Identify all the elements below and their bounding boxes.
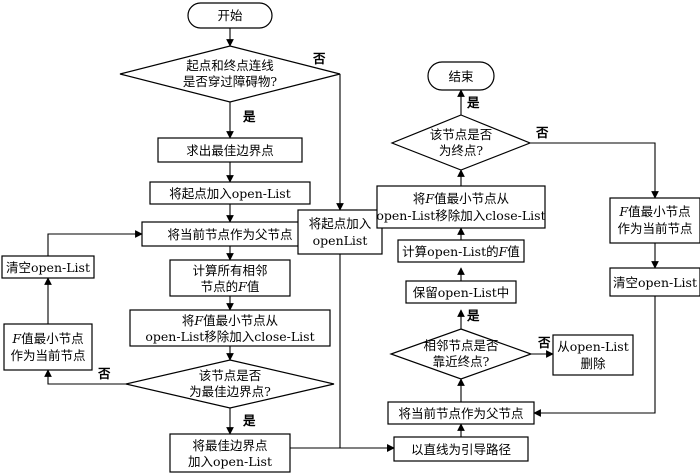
node-move-min-left-line1: 将F值最小节点从	[182, 313, 278, 328]
node-calc-f-line1: 计算所有相邻	[192, 263, 267, 278]
node-add-best-open: 将最佳边界点 加入open-List	[169, 433, 291, 473]
node-delete-open-line2: 删除	[580, 356, 606, 371]
label-dbest-yes: 是	[242, 413, 256, 428]
node-move-min-left-line2: open-List移除加入close-List	[145, 329, 314, 344]
node-decision-best-line1: 该节点是否	[199, 368, 262, 383]
node-calc-f-open: 计算open-List的F值	[397, 239, 525, 263]
node-move-min-right-line1: 将F值最小节点从	[413, 191, 509, 206]
node-guide-path: 以直线为引导路径	[393, 436, 529, 462]
label-dend-no: 否	[535, 125, 549, 140]
edge-dend-no	[530, 142, 659, 199]
node-find-best-label: 求出最佳边界点	[186, 143, 274, 158]
node-min-current-left-line1: F值最小节点	[11, 331, 83, 346]
node-current-parent-right-label: 将当前节点作为父节点	[398, 406, 523, 421]
node-current-parent-left-label: 将当前节点作为父节点	[167, 227, 292, 242]
node-min-current-right-line1: F值最小节点	[618, 204, 690, 219]
node-decision-near: 相邻节点是否 靠近终点?	[389, 328, 533, 380]
node-decision-cross-line1: 起点和终点连线	[186, 58, 274, 73]
node-decision-best-line2: 为最佳边界点?	[189, 384, 271, 399]
node-min-current-left: F值最小节点 作为当前节点	[3, 323, 93, 371]
node-keep-open: 保留open-List中	[405, 280, 517, 304]
node-add-start-open-mid-line1: 将起点加入	[309, 216, 372, 231]
node-add-start-open: 将起点加入open-List	[149, 181, 311, 205]
node-move-min-right-line2: open-List移除加入close-List	[376, 208, 545, 223]
edge-mid-guide	[339, 254, 395, 452]
edge-clear-parent-r	[533, 296, 656, 417]
node-current-parent-right: 将当前节点作为父节点	[387, 401, 535, 425]
node-min-current-right: F值最小节点 作为当前节点	[609, 197, 700, 244]
node-add-best-open-line1: 将最佳边界点	[192, 438, 267, 453]
node-add-start-open-label: 将起点加入open-List	[169, 186, 290, 201]
node-end-label: 结束	[448, 69, 474, 84]
node-end: 结束	[427, 61, 495, 91]
node-start-label: 开始	[217, 8, 243, 23]
node-find-best: 求出最佳边界点	[157, 137, 303, 163]
node-decision-end: 该节点是否 为终点?	[390, 114, 532, 171]
node-delete-open: 从open-List 删除	[552, 334, 634, 376]
node-guide-path-label: 以直线为引导路径	[411, 442, 511, 457]
node-decision-best: 该节点是否 为最佳边界点?	[125, 359, 335, 409]
node-delete-open-line1: 从open-List	[557, 339, 628, 354]
node-calc-f-line2: 节点的F值	[201, 279, 260, 294]
edges	[44, 28, 659, 452]
label-dend-yes: 是	[466, 95, 480, 110]
node-decision-end-line2: 为终点?	[439, 143, 484, 158]
node-clear-open-left: 清空open-List	[1, 255, 95, 279]
label-cross-no: 否	[312, 51, 326, 66]
node-move-min-left: 将F值最小节点从 open-List移除加入close-List	[129, 309, 331, 347]
node-calc-f: 计算所有相邻 节点的F值	[169, 259, 291, 297]
label-near-no: 否	[537, 335, 551, 350]
edge-clear-parent	[47, 230, 143, 256]
node-calc-f-open-label: 计算open-List的F值	[402, 244, 520, 259]
node-decision-end-line1: 该节点是否	[430, 127, 493, 142]
label-dbest-no: 否	[97, 366, 111, 381]
node-min-current-right-line2: 作为当前节点	[617, 221, 692, 236]
label-cross-yes: 是	[242, 109, 256, 124]
node-move-min-right: 将F值最小节点从 open-List移除加入close-List	[376, 185, 546, 229]
edge-dbest-no	[44, 369, 126, 385]
edge-labels: 是 否 否 是 是 否 是 否	[97, 51, 551, 428]
node-decision-cross: 起点和终点连线 是否穿过障碍物?	[119, 45, 341, 103]
node-keep-open-label: 保留open-List中	[413, 285, 509, 300]
node-current-parent-left: 将当前节点作为父节点	[141, 221, 319, 247]
node-start: 开始	[187, 2, 273, 29]
node-decision-near-line2: 靠近终点?	[433, 354, 490, 369]
node-add-start-open-mid-line2: openList	[313, 233, 368, 248]
node-add-start-open-mid: 将起点加入 openList	[297, 209, 383, 255]
node-min-current-left-line2: 作为当前节点	[10, 348, 85, 363]
node-clear-open-right-label: 清空open-List	[613, 275, 697, 290]
label-near-yes: 是	[466, 308, 480, 323]
node-clear-open-right: 清空open-List	[609, 267, 700, 297]
node-clear-open-left-label: 清空open-List	[6, 260, 90, 275]
node-add-best-open-line2: 加入open-List	[188, 454, 272, 469]
node-decision-cross-line2: 是否穿过障碍物?	[183, 74, 278, 89]
node-decision-near-line1: 相邻节点是否	[423, 338, 498, 353]
